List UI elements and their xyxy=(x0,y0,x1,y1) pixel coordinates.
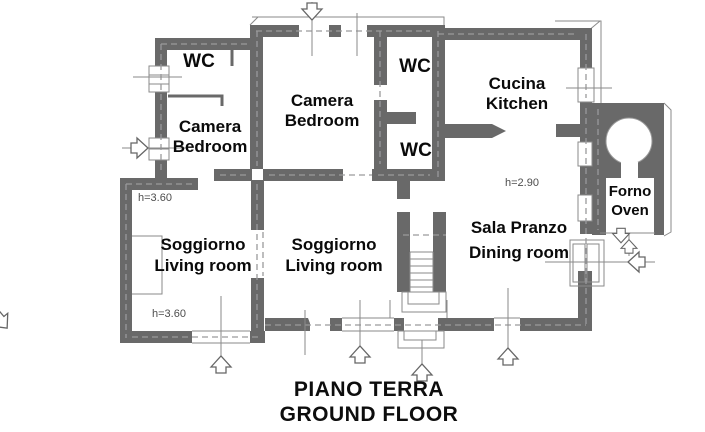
room-label-soggiorno-west-2: Living room xyxy=(154,256,251,275)
wall-point xyxy=(492,124,506,138)
room-label-sala-2: Dining room xyxy=(469,243,569,262)
room-label-sala-1: Sala Pranzo xyxy=(471,218,567,237)
wall-segment xyxy=(433,212,446,292)
height-label-west-lower: h=3.60 xyxy=(152,308,186,320)
room-label-soggiorno-center-2: Living room xyxy=(285,256,382,275)
window xyxy=(148,65,170,93)
wall-segment xyxy=(397,169,410,199)
room-label-wc-top: WC xyxy=(399,56,431,77)
entrance-arrow xyxy=(349,345,371,364)
wall-segment xyxy=(120,178,132,343)
window xyxy=(341,25,367,37)
wall-segment xyxy=(440,124,492,138)
wall-segment xyxy=(556,124,592,137)
room-label-forno-1: Forno xyxy=(609,183,652,200)
room-label-camera-center-1: Camera xyxy=(291,91,354,110)
room-label-cucina-2: Kitchen xyxy=(486,94,548,113)
wall-segment xyxy=(432,28,582,40)
stair-landing xyxy=(407,291,440,305)
east-door-frame xyxy=(569,239,605,287)
entrance-arrow xyxy=(210,355,232,374)
room-label-soggiorno-center-1: Soggiorno xyxy=(292,235,377,254)
oven xyxy=(605,117,654,235)
window xyxy=(299,25,329,37)
title: PIANO TERRA GROUND FLOOR xyxy=(280,378,459,426)
entrance-arrow xyxy=(497,347,519,366)
east-door-leaf xyxy=(572,243,586,283)
room-label-soggiorno-west-1: Soggiorno xyxy=(161,235,246,254)
height-label-kitchen: h=2.90 xyxy=(505,177,539,189)
door-step xyxy=(403,330,437,341)
wall-segment xyxy=(374,112,416,124)
room-label-camera-west-2: Bedroom xyxy=(173,137,248,156)
room-label-cucina-1: Cucina xyxy=(489,74,546,93)
height-label-west-upper: h=3.60 xyxy=(138,192,172,204)
window xyxy=(577,194,593,222)
room-label-camera-west-1: Camera xyxy=(179,117,242,136)
oven-dome xyxy=(605,117,653,165)
entrance-arrow xyxy=(130,137,149,159)
oven-neck xyxy=(621,162,638,178)
wall-segment xyxy=(329,25,341,37)
dashed-centerlines xyxy=(125,30,599,338)
oven-room xyxy=(606,178,654,235)
entrance-arrow xyxy=(0,308,16,336)
room-label-camera-center-2: Bedroom xyxy=(285,111,360,130)
window xyxy=(577,141,593,167)
entrance-arrow xyxy=(627,251,646,273)
entrance-arrow xyxy=(620,239,638,254)
room-label-wc-nw: WC xyxy=(183,51,215,72)
wall-segment xyxy=(397,212,410,292)
wall-segment xyxy=(250,25,299,37)
labels: WC Camera Bedroom Camera Bedroom WC WC C… xyxy=(138,51,651,320)
room-label-forno-2: Oven xyxy=(611,202,649,219)
east-door-leaf xyxy=(586,243,600,283)
room-label-wc-mid: WC xyxy=(400,140,432,161)
title-line-2: GROUND FLOOR xyxy=(280,403,459,426)
stairs xyxy=(401,234,447,313)
title-line-1: PIANO TERRA xyxy=(294,378,444,401)
wall-segment xyxy=(155,38,167,66)
